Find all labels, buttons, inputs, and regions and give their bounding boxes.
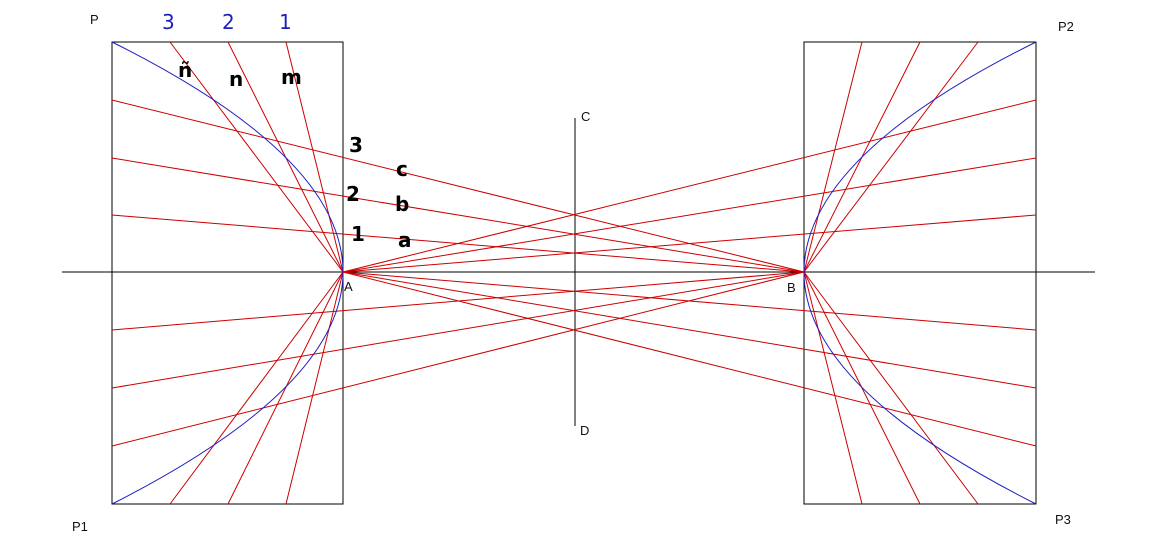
right-parabola [803,41,1037,505]
point-label-a: A [344,279,353,294]
red-line [803,41,863,273]
red-line [169,41,344,273]
left-parabola [111,41,344,505]
red-line [342,271,1037,389]
top-letter-n-tilde: ñ [178,58,192,82]
red-line [342,271,1037,447]
corner-label-p2: P2 [1058,19,1074,34]
top-number-1: 1 [279,10,292,34]
point-label-c: C [581,109,590,124]
red-construction-lines [111,41,1037,505]
red-line [169,271,344,505]
red-line [342,214,1037,273]
red-line [111,99,805,273]
red-line [342,99,1037,273]
red-line [111,271,805,389]
red-line [803,271,979,505]
red-line [285,271,344,505]
side-letter-b: b [395,192,409,216]
right-rectangle [803,41,1037,505]
top-number-2: 2 [222,10,235,34]
top-letter-m: m [281,65,302,89]
side-number-2: 2 [346,182,360,206]
side-letter-a: a [398,228,412,252]
red-line [111,271,805,447]
side-letter-c: c [396,157,408,181]
side-number-1: 1 [351,222,365,246]
point-label-d: D [580,423,589,438]
corner-label-p: P [90,12,99,27]
red-line [342,271,1037,331]
side-number-3: 3 [349,133,363,157]
corner-label-p1: P1 [72,519,88,534]
red-line [803,41,979,273]
point-label-b: B [787,280,796,295]
red-line [342,157,1037,273]
red-line [227,271,344,505]
red-line [111,157,805,273]
top-letter-n: n [229,67,243,91]
red-line [803,271,863,505]
corner-label-p3: P3 [1055,512,1071,527]
top-number-3: 3 [162,10,175,34]
left-rectangle [111,41,344,505]
parabola-curves [111,41,1037,505]
